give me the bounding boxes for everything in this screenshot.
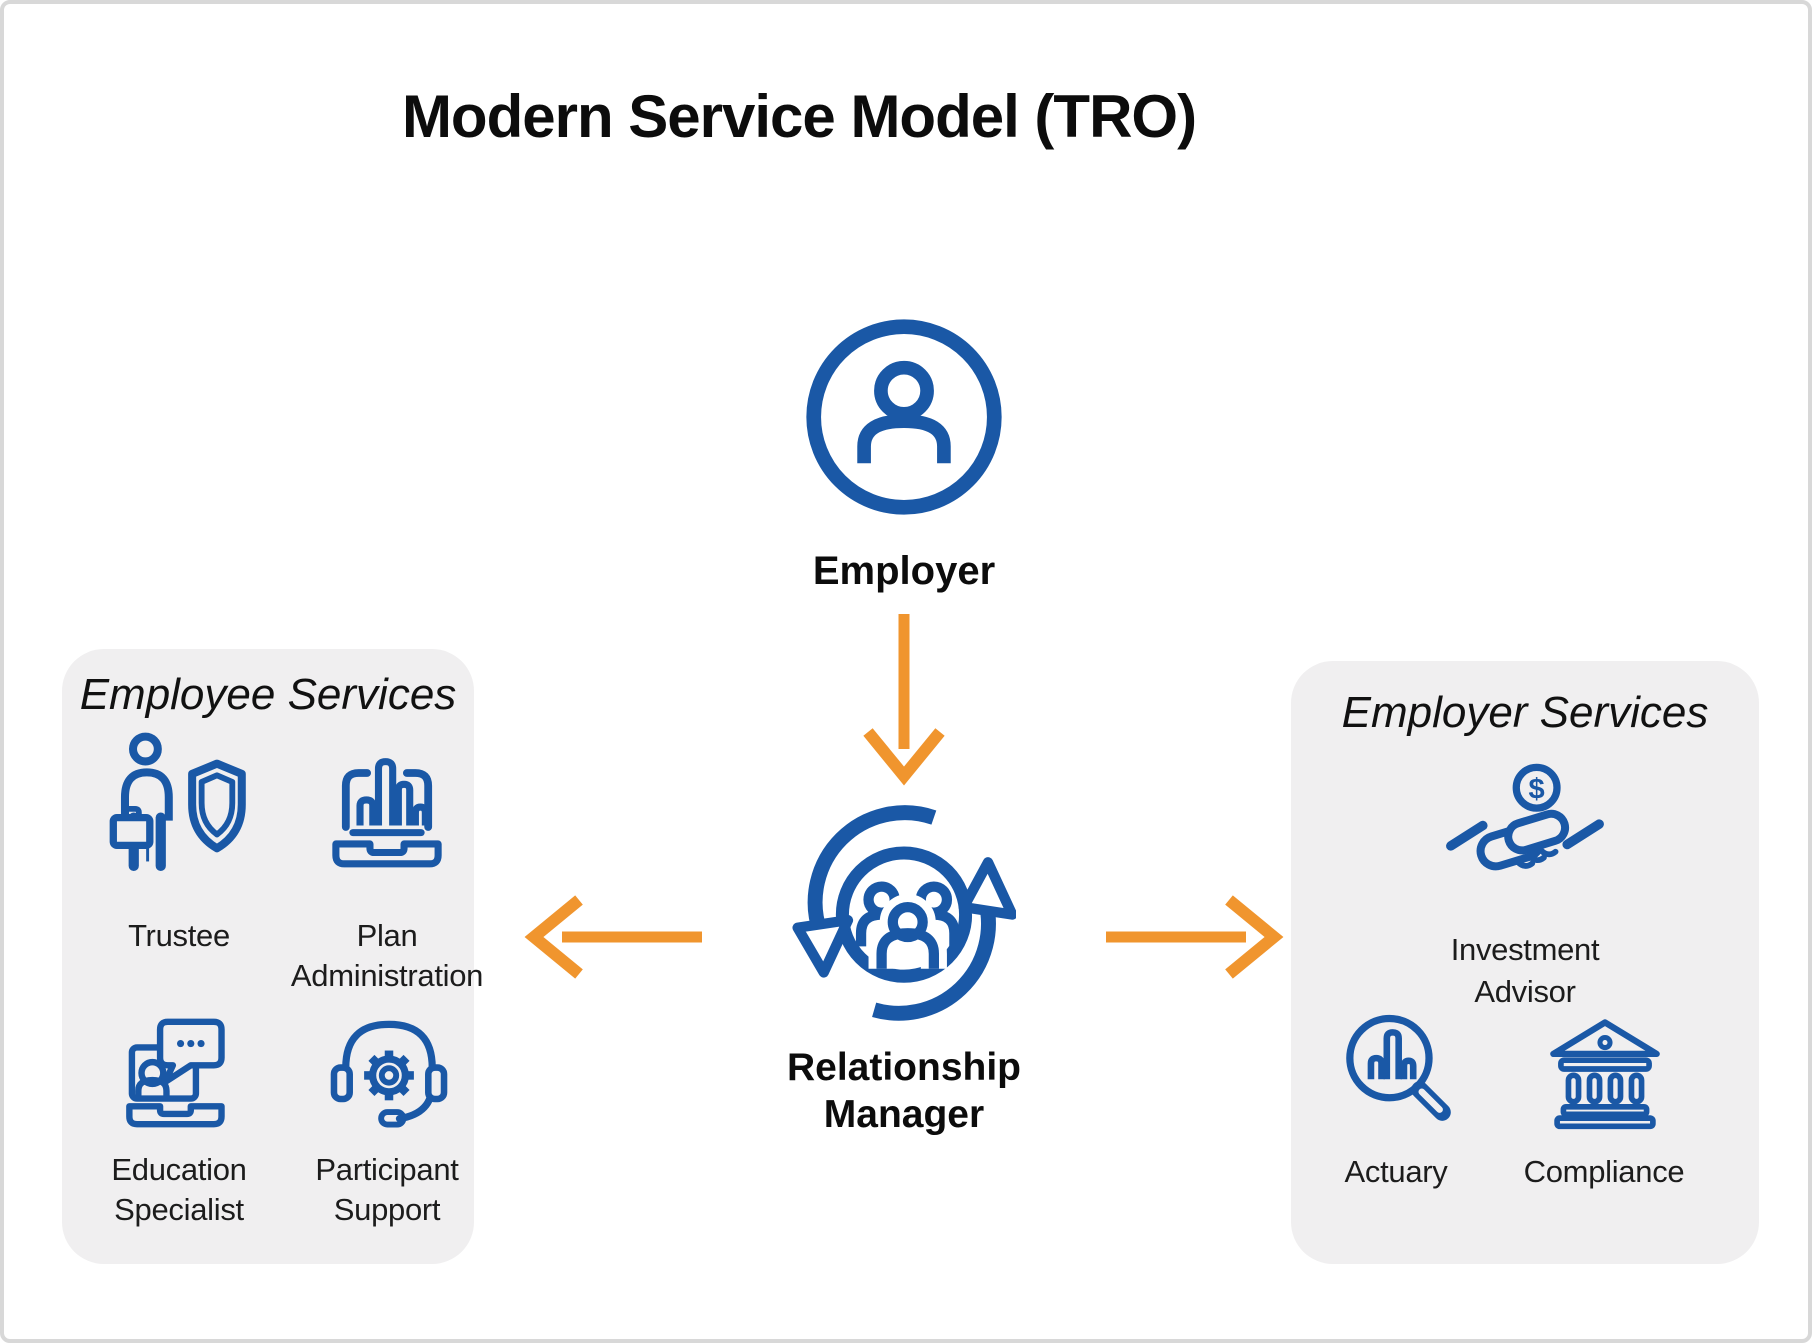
compliance-label: Compliance [1523,1154,1685,1189]
people-cycle-icon [792,797,1016,1021]
bank-icon [1542,1004,1668,1134]
investment-advisor-label: Investment Advisor [1450,932,1600,1009]
dollar-sign: $ [1529,774,1545,806]
magnifier-chart-icon [1334,1004,1466,1136]
participant-support-label: Participant Support [315,1152,459,1227]
handshake-dollar-icon: $ [1445,760,1605,910]
down-arrow-icon [860,614,948,792]
employer-services-panel [1291,661,1759,1264]
right-arrow-icon [1101,893,1286,981]
employer-label: Employer [812,549,996,593]
person-circle-icon [799,312,1009,522]
relationship-manager-label: Relationship Manager [786,1046,1022,1136]
person-shield-icon [106,730,252,898]
actuary-label: Actuary [1344,1154,1448,1189]
left-arrow-icon [522,893,707,981]
employer-services-title: Employer Services [1341,688,1709,737]
headset-gear-icon [319,1006,459,1137]
education-specialist-label: Education Specialist [111,1152,247,1227]
laptop-chart-icon [316,737,458,897]
employee-services-title: Employee Services [79,670,457,719]
trustee-label: Trustee [128,918,230,953]
plan-administration-label: Plan Administration [290,918,484,993]
page-title: Modern Service Model (TRO) [401,83,1197,150]
laptop-chat-icon [104,1009,252,1137]
